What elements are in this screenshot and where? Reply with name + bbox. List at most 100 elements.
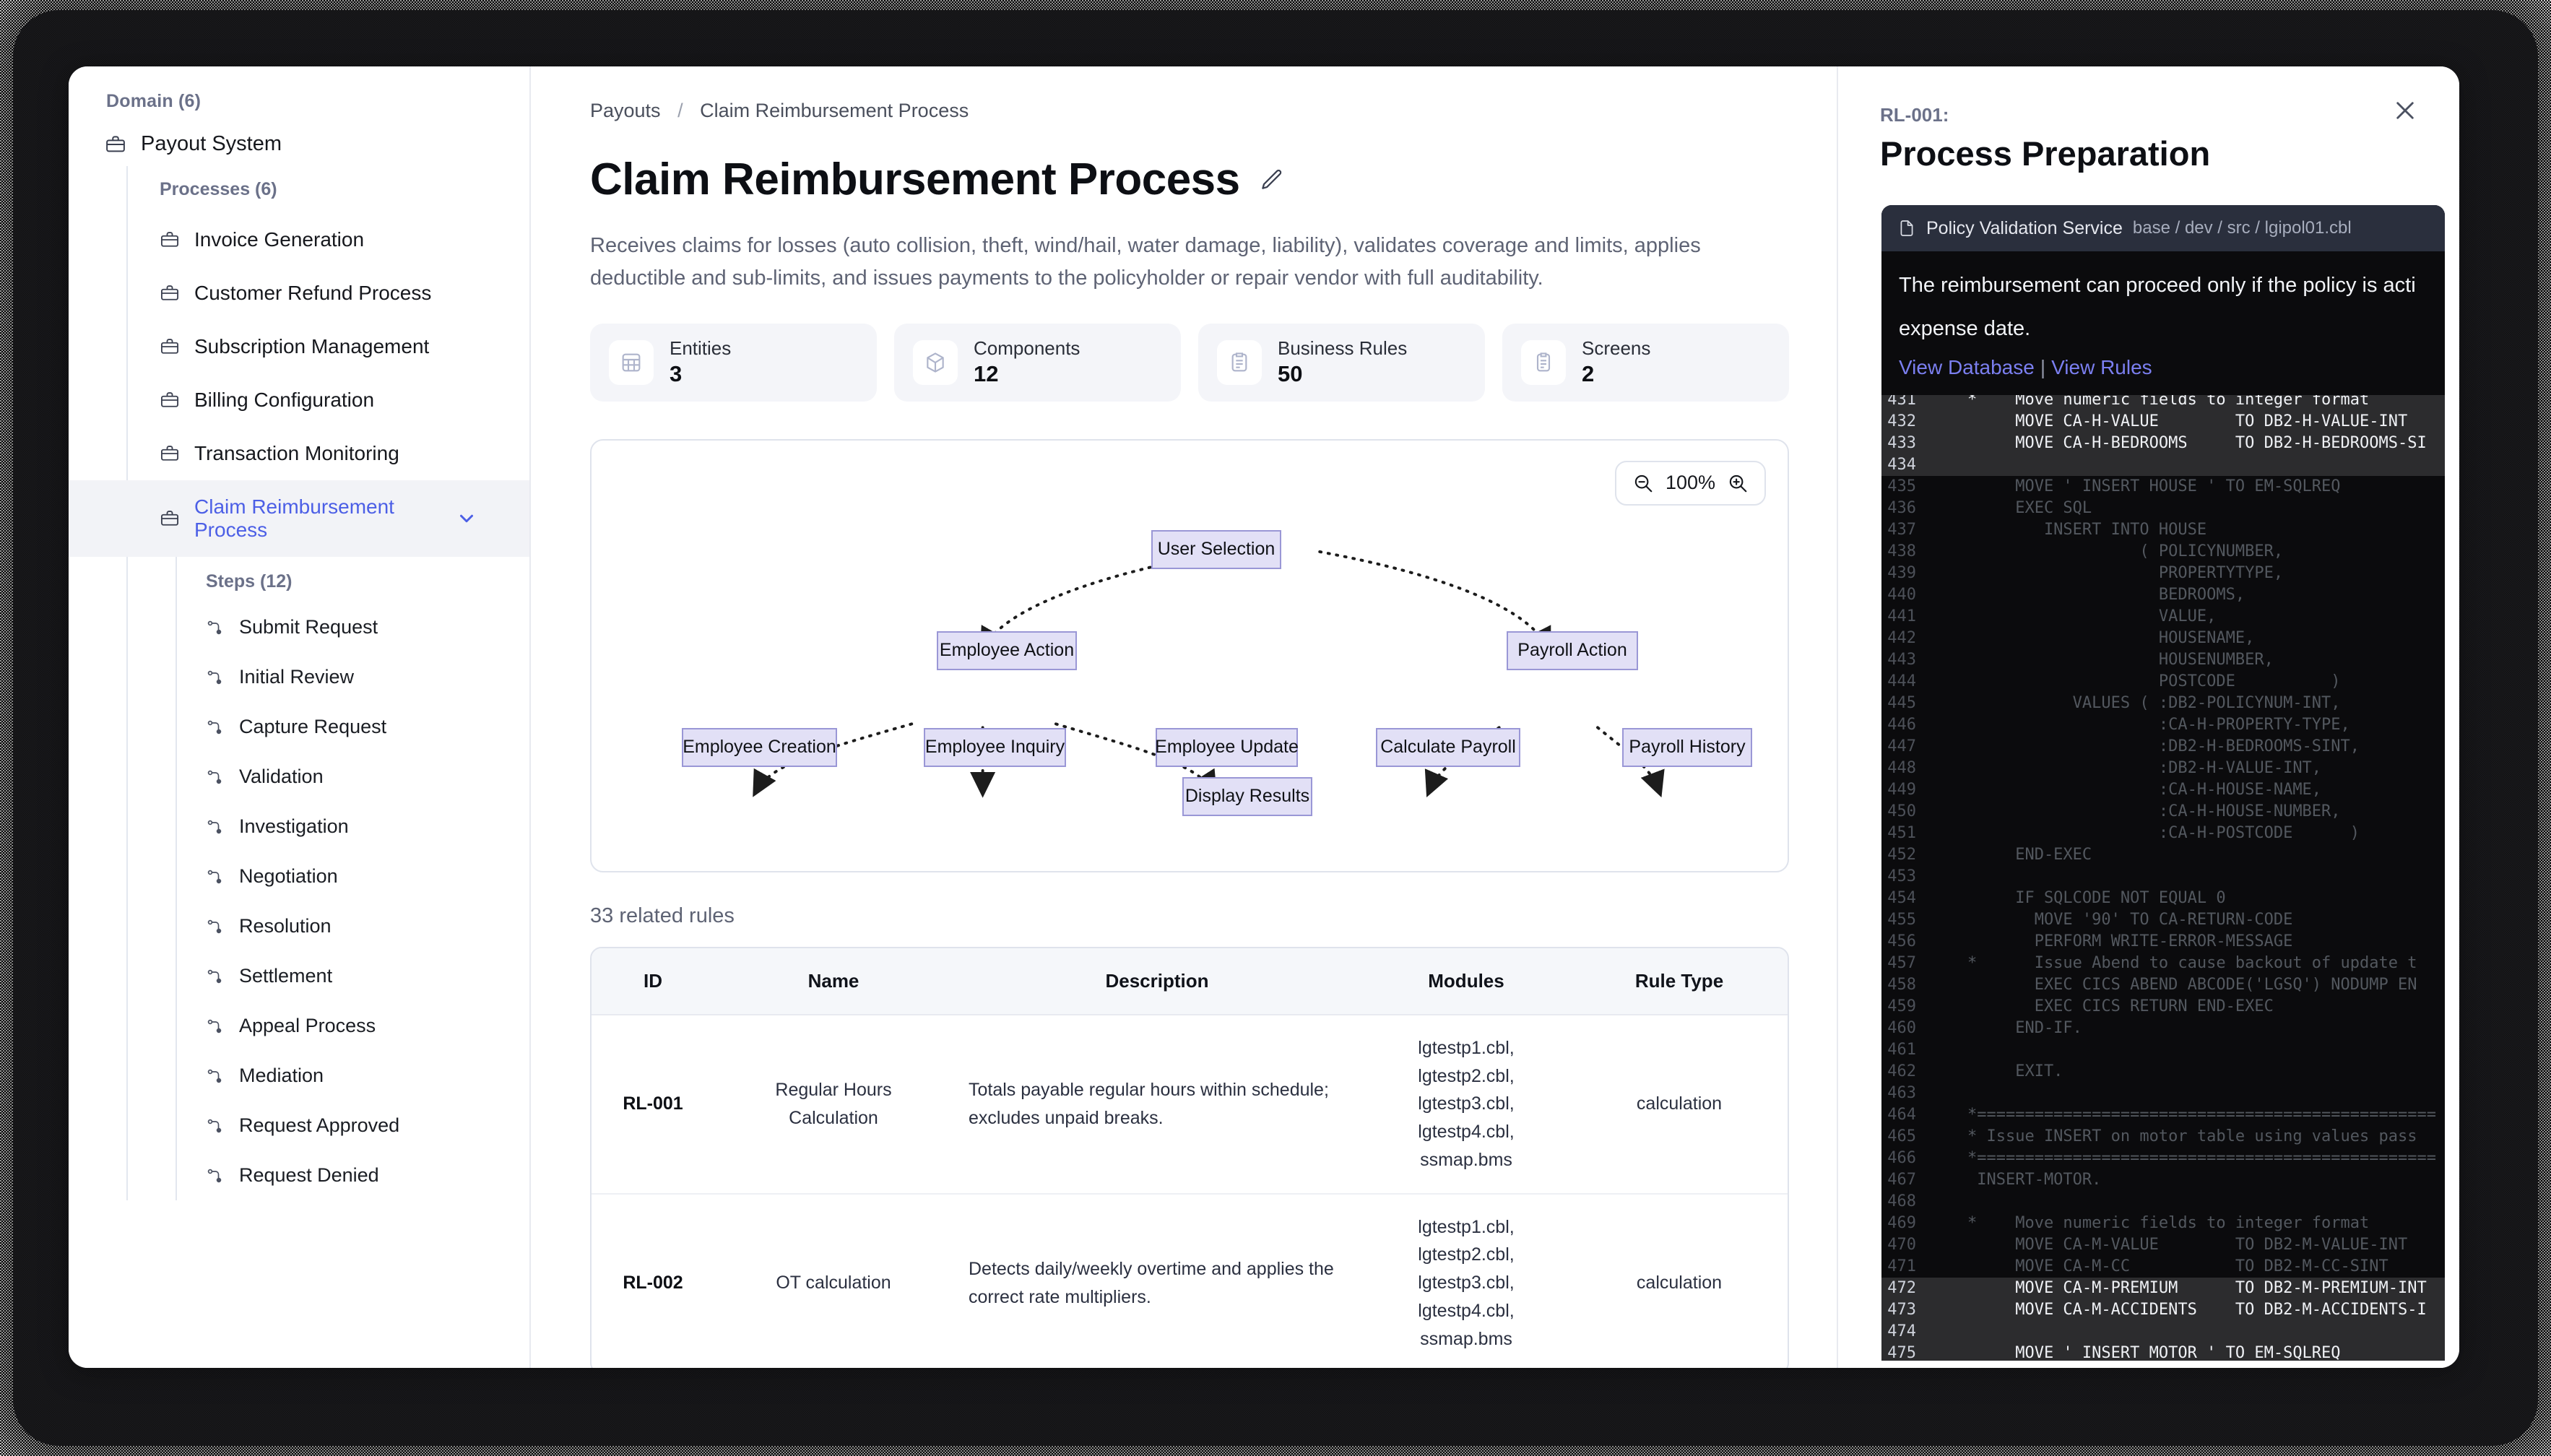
code-line: 457 * Issue Abend to cause backout of up…: [1881, 953, 2445, 974]
stats-row: Entities 3 Components 12 Business Rule: [590, 323, 1789, 402]
code-line: 458 EXEC CICS ABEND ABCODE('LGSQ') NODUM…: [1881, 974, 2445, 996]
flow-node-label: Employee Action: [939, 640, 1075, 661]
workflow-node-icon: [206, 719, 223, 736]
sidebar-step-appeal-process[interactable]: Appeal Process: [177, 1001, 529, 1051]
sidebar-item-subscription-management[interactable]: Subscription Management: [128, 320, 529, 373]
view-database-link[interactable]: View Database: [1899, 356, 2035, 378]
related-rules-count: 33 related rules: [590, 904, 735, 927]
sidebar-item-billing-configuration[interactable]: Billing Configuration: [128, 373, 529, 427]
zoom-in-icon[interactable]: [1727, 472, 1749, 494]
code-line-text: VALUE,: [1929, 607, 2217, 625]
code-line: 446 :CA-H-PROPERTY-TYPE,: [1881, 714, 2445, 736]
code-line-number: 434: [1887, 456, 1916, 474]
sidebar-item-claim-reimbursement-process[interactable]: Claim Reimbursement Process: [69, 480, 529, 557]
flow-node-employee-creation[interactable]: Employee Creation: [682, 727, 837, 767]
workflow-node-icon: [206, 918, 223, 935]
code-line-number: 458: [1887, 976, 1916, 994]
cell-id: RL-001: [592, 1014, 714, 1195]
flow-node-display-results[interactable]: Display Results: [1182, 776, 1312, 816]
column-header-modules[interactable]: Modules: [1361, 948, 1571, 1015]
sidebar-step-investigation[interactable]: Investigation: [177, 802, 529, 852]
code-line-number: 437: [1887, 521, 1916, 539]
column-header-id[interactable]: ID: [592, 948, 714, 1015]
sidebar-step-request-approved[interactable]: Request Approved: [177, 1101, 529, 1150]
sidebar-step-negotiation[interactable]: Negotiation: [177, 852, 529, 901]
briefcase-icon: [160, 337, 180, 357]
workflow-node-icon: [206, 1067, 223, 1085]
code-line-text: MOVE ' INSERT MOTOR ' TO EM-SQLREQ: [1929, 1344, 2341, 1361]
code-line-number: 456: [1887, 932, 1916, 950]
sidebar-step-label: Mediation: [239, 1065, 324, 1086]
code-line-number: 432: [1887, 412, 1916, 430]
sidebar-item-customer-refund-process[interactable]: Customer Refund Process: [128, 266, 529, 320]
code-line: 440 BEDROOMS,: [1881, 584, 2445, 606]
code-line: 464 *===================================…: [1881, 1104, 2445, 1126]
code-line-number: 439: [1887, 564, 1916, 582]
flow-node-employee-inquiry[interactable]: Employee Inquiry: [924, 727, 1066, 767]
code-line: 441 VALUE,: [1881, 606, 2445, 628]
chevron-down-icon[interactable]: [456, 508, 477, 529]
code-line-text: HOUSENUMBER,: [1929, 651, 2274, 669]
sidebar-step-settlement[interactable]: Settlement: [177, 951, 529, 1001]
flow-node-payroll-action[interactable]: Payroll Action: [1507, 630, 1638, 670]
column-header-name[interactable]: Name: [714, 948, 953, 1015]
detail-panel-title: Process Preparation: [1880, 134, 2211, 173]
code-line-number: 441: [1887, 607, 1916, 625]
briefcase-icon: [160, 508, 180, 529]
zoom-out-icon[interactable]: [1632, 472, 1654, 494]
rule-note-overlay: The reimbursement can proceed only if th…: [1881, 251, 2445, 395]
sidebar-step-capture-request[interactable]: Capture Request: [177, 702, 529, 752]
stat-value: 3: [670, 360, 683, 386]
stat-card-entities[interactable]: Entities 3: [590, 323, 877, 402]
flow-node-employee-update[interactable]: Employee Update: [1155, 727, 1299, 767]
sidebar-step-resolution[interactable]: Resolution: [177, 901, 529, 951]
code-line-text: PERFORM WRITE-ERROR-MESSAGE: [1929, 932, 2293, 950]
flow-node-calculate-payroll[interactable]: Calculate Payroll: [1376, 727, 1520, 767]
table-row[interactable]: RL-002 OT calculation Detects daily/week…: [592, 1193, 1788, 1368]
flow-node-user-selection[interactable]: User Selection: [1151, 529, 1281, 569]
code-lines[interactable]: 431 * Move numeric fields to integer for…: [1881, 389, 2445, 1361]
clipboard-icon: [1521, 339, 1566, 385]
sidebar-step-request-denied[interactable]: Request Denied: [177, 1150, 529, 1200]
briefcase-icon: [160, 283, 180, 303]
code-line-text: :DB2-H-BEDROOMS-SINT,: [1929, 737, 2360, 755]
column-header-description[interactable]: Description: [953, 948, 1361, 1015]
stat-card-components[interactable]: Components 12: [894, 323, 1181, 402]
pencil-icon[interactable]: [1259, 167, 1285, 193]
code-line-text: INSERT-MOTOR.: [1929, 1171, 2102, 1189]
view-rules-link[interactable]: View Rules: [2051, 356, 2152, 378]
flow-node-payroll-history[interactable]: Payroll History: [1622, 727, 1752, 767]
stat-card-business-rules[interactable]: Business Rules 50: [1198, 323, 1485, 402]
flow-diagram[interactable]: User Selection Employee Action Payroll A…: [592, 441, 1788, 871]
code-line-text: EXIT.: [1929, 1062, 2063, 1080]
sidebar-item-payout-system[interactable]: Payout System: [69, 122, 529, 166]
code-line-text: EXEC CICS ABEND ABCODE('LGSQ') NODUMP EN: [1929, 976, 2417, 994]
sidebar-item-transaction-monitoring[interactable]: Transaction Monitoring: [128, 427, 529, 480]
code-line: 450 :CA-H-HOUSE-NUMBER,: [1881, 801, 2445, 823]
flow-node-employee-action[interactable]: Employee Action: [937, 630, 1077, 670]
stat-card-screens[interactable]: Screens 2: [1502, 323, 1789, 402]
sidebar-step-validation[interactable]: Validation: [177, 752, 529, 802]
close-icon[interactable]: [2388, 94, 2422, 127]
sidebar-step-mediation[interactable]: Mediation: [177, 1051, 529, 1101]
table-row[interactable]: RL-001 Regular Hours Calculation Totals …: [592, 1014, 1788, 1195]
cell-rule-type: calculation: [1571, 1014, 1788, 1195]
briefcase-icon: [160, 230, 180, 250]
cube-icon: [913, 339, 958, 385]
sidebar-item-invoice-generation[interactable]: Invoice Generation: [128, 213, 529, 266]
zoom-control[interactable]: 100%: [1614, 460, 1766, 506]
code-viewer[interactable]: Policy Validation Service base / dev / s…: [1881, 205, 2445, 1361]
breadcrumb-root[interactable]: Payouts: [590, 100, 661, 121]
flow-node-label: Employee Update: [1155, 737, 1299, 758]
sidebar-step-initial-review[interactable]: Initial Review: [177, 652, 529, 702]
code-line-text: * Move numeric fields to integer format: [1929, 1214, 2370, 1232]
code-line: 432 MOVE CA-H-VALUE TO DB2-H-VALUE-INT: [1881, 411, 2445, 433]
sidebar-step-submit-request[interactable]: Submit Request: [177, 602, 529, 652]
column-header-rule-type[interactable]: Rule Type: [1571, 948, 1788, 1015]
code-line-text: PROPERTYTYPE,: [1929, 564, 2284, 582]
code-line-number: 451: [1887, 824, 1916, 842]
flow-node-label: Employee Inquiry: [924, 737, 1065, 758]
code-line: 462 EXIT.: [1881, 1061, 2445, 1083]
code-line-text: *=======================================…: [1929, 1149, 2436, 1167]
code-line: 443 HOUSENUMBER,: [1881, 649, 2445, 671]
